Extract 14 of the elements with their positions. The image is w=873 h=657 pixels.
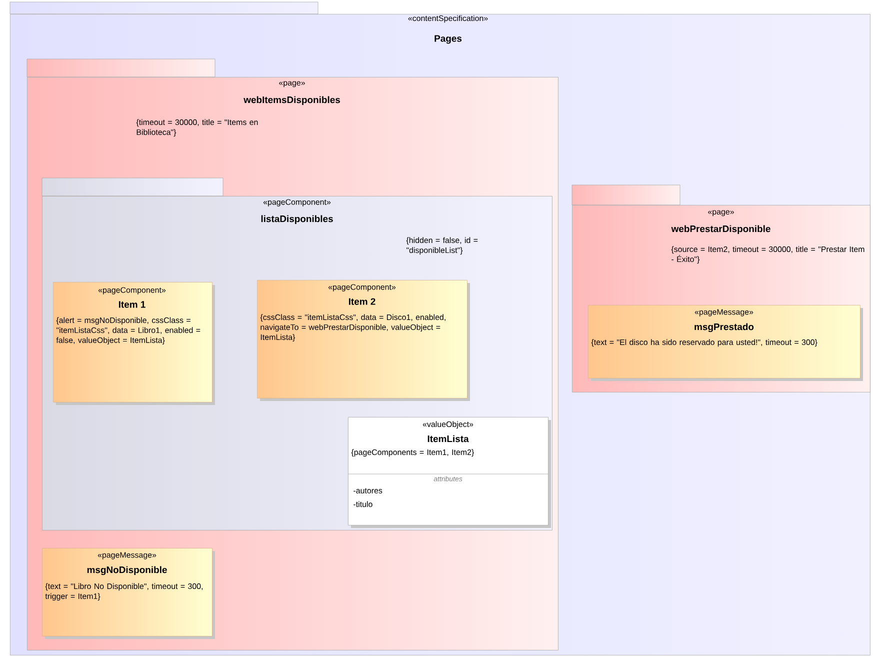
class-box <box>53 282 215 405</box>
element-name: webPrestarDisponible <box>671 225 770 234</box>
element-name: webItemsDisponibles <box>244 96 340 106</box>
class-box <box>588 305 863 381</box>
class-box <box>257 280 470 401</box>
element-name: Item 2 <box>348 298 376 305</box>
element-name: listaDisponibles <box>261 215 333 224</box>
element-name: ItemLista <box>428 435 469 442</box>
element-name: Pages <box>434 35 462 44</box>
element-name: msgPrestado <box>694 323 754 332</box>
element-name: Item 1 <box>118 301 146 308</box>
element-name: msgNoDisponible <box>87 566 167 576</box>
class-box <box>348 417 551 528</box>
class-box <box>42 548 215 639</box>
